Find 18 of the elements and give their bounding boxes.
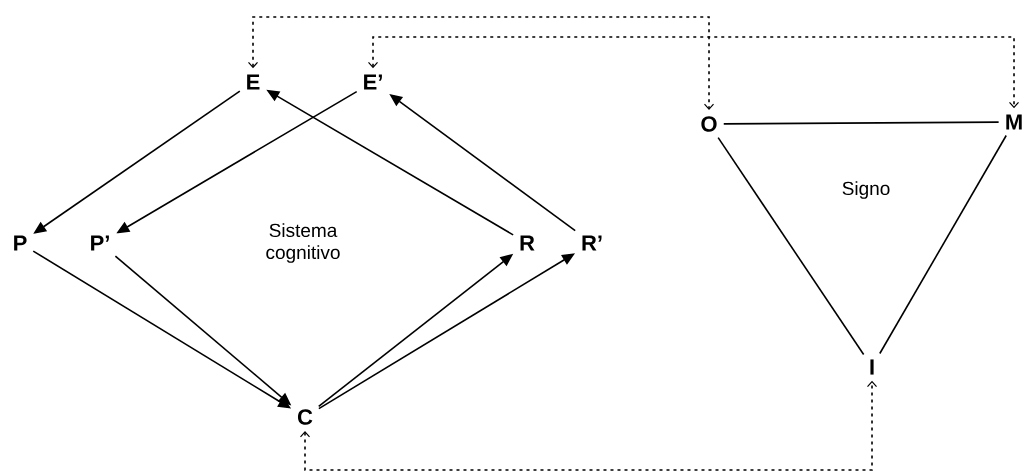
line [722,121,1000,125]
node-letter: P’ [91,235,109,251]
line [879,134,1007,355]
node-letter: R [520,235,535,251]
node-letter: R’ [582,235,602,251]
node-letter: C [297,409,313,425]
node-letter: E’ [364,74,382,90]
node-letter: O [701,116,717,132]
dotted-arrow [247,16,715,110]
node-letter: M [1006,114,1022,130]
line [717,136,865,356]
node-letter: P [14,235,27,251]
dotted-arrow [367,36,1020,109]
caption-text: Signo [842,181,890,199]
node-letter: E [247,74,260,90]
node-letter: I [870,359,874,375]
dotted-arrow [299,380,878,471]
caption-text: Sistema cognitivo [266,223,340,263]
